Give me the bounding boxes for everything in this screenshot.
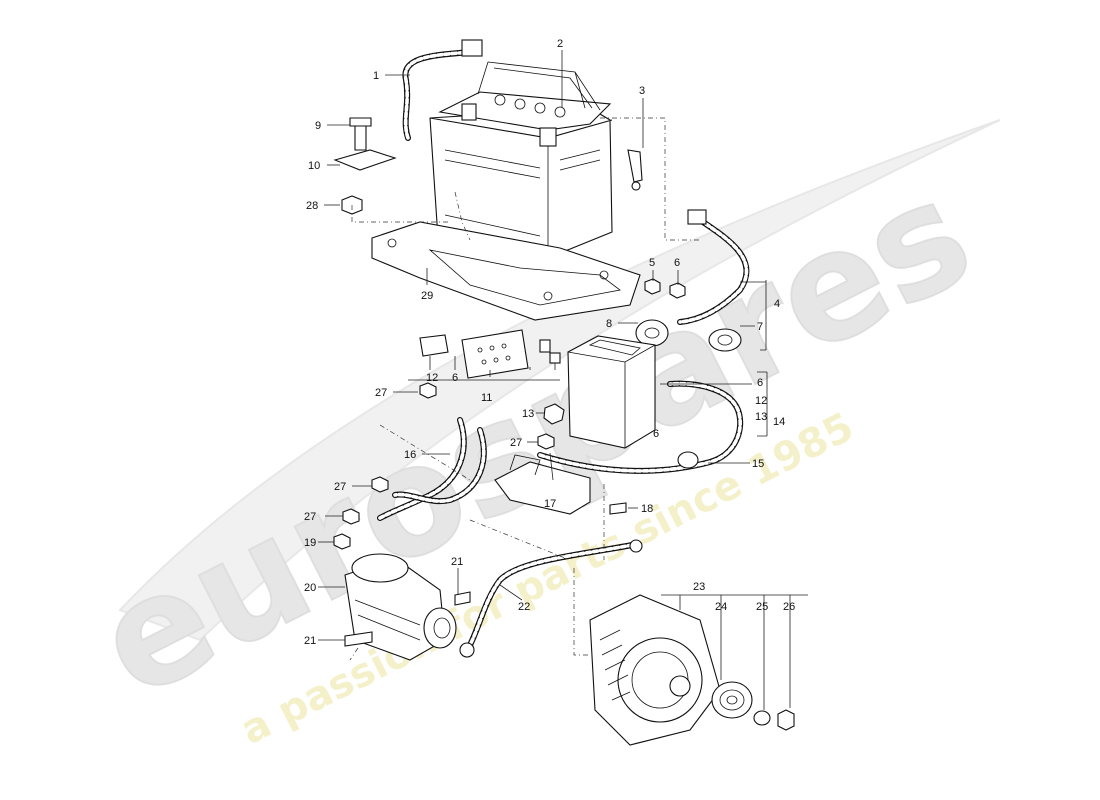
callout-16: 16 <box>404 449 416 461</box>
callout-6-lower: 6 <box>653 428 659 440</box>
callout-labels: 1 2 3 9 10 28 29 5 6 4 7 8 12 6 11 6 12 … <box>304 38 795 647</box>
callout-7: 7 <box>757 321 763 333</box>
callout-24: 24 <box>715 601 727 613</box>
callout-27-b: 27 <box>510 437 522 449</box>
callout-23: 23 <box>693 581 705 593</box>
callout-28: 28 <box>306 200 318 212</box>
fuse-cover-12 <box>419 334 449 357</box>
washer-25 <box>753 710 771 726</box>
callout-14: 14 <box>773 416 785 428</box>
callout-13: 13 <box>522 408 534 420</box>
callout-9: 9 <box>315 120 321 132</box>
callout-17: 17 <box>544 498 556 510</box>
bolt-21a <box>454 591 471 606</box>
watermark-swoosh <box>118 119 1001 642</box>
nut-13 <box>543 403 565 425</box>
bolt-icon <box>349 117 372 151</box>
nut-26 <box>777 709 795 731</box>
callout-29: 29 <box>421 290 433 302</box>
callout-6-right: 6 <box>757 377 763 389</box>
callout-10: 10 <box>308 160 320 172</box>
relay-b <box>549 352 561 364</box>
callout-3: 3 <box>639 85 645 97</box>
nut-5 <box>644 278 661 295</box>
callout-2: 2 <box>557 38 563 50</box>
fuse-box-icon <box>567 335 656 449</box>
callout-18: 18 <box>641 503 653 515</box>
nut-27a <box>419 382 437 399</box>
callout-27-a: 27 <box>375 387 387 399</box>
callout-27-c: 27 <box>334 481 346 493</box>
cable-22 <box>459 539 643 658</box>
bolt-21b <box>344 631 373 647</box>
callout-15: 15 <box>752 458 764 470</box>
relay-a <box>539 339 551 353</box>
battery-tray <box>371 221 641 321</box>
battery-cable-4 <box>677 209 750 352</box>
battery-cable-1 <box>402 39 483 141</box>
callout-13-right: 13 <box>755 411 767 423</box>
leader-lines <box>318 50 808 710</box>
nut-27c <box>371 476 389 493</box>
gasket-8 <box>635 319 669 347</box>
assembly-lines <box>349 117 700 661</box>
alternator-icon <box>589 594 721 746</box>
callout-6: 6 <box>674 257 680 269</box>
cable-16 <box>377 417 487 521</box>
callout-21-bottom: 21 <box>304 635 316 647</box>
nut-27d <box>342 508 360 525</box>
clamp-plate <box>333 149 397 171</box>
bracket-17 <box>494 454 591 515</box>
bolt-18 <box>609 502 627 515</box>
cable-15 <box>537 380 744 474</box>
callout-12-right: 12 <box>755 395 767 407</box>
nut-27b <box>537 433 555 450</box>
callout-22: 22 <box>518 601 530 613</box>
fuse-panel <box>461 329 529 379</box>
pulley-icon <box>711 681 753 719</box>
callout-20: 20 <box>304 582 316 594</box>
nut-19 <box>333 533 351 550</box>
battery-icon <box>429 61 613 259</box>
callout-1: 1 <box>373 70 379 82</box>
nut-6 <box>669 282 686 299</box>
callout-5: 5 <box>649 257 655 269</box>
callout-11: 11 <box>481 392 492 404</box>
callout-12-fuse: 12 <box>426 372 438 384</box>
callout-21-top: 21 <box>451 556 463 568</box>
callout-6-fuse: 6 <box>452 372 458 384</box>
callout-25: 25 <box>756 601 768 613</box>
callout-26: 26 <box>783 601 795 613</box>
callout-27-d: 27 <box>304 511 316 523</box>
callout-4: 4 <box>774 298 780 310</box>
callout-8: 8 <box>606 318 612 330</box>
callout-19: 19 <box>304 537 316 549</box>
cable-3 <box>627 149 643 191</box>
